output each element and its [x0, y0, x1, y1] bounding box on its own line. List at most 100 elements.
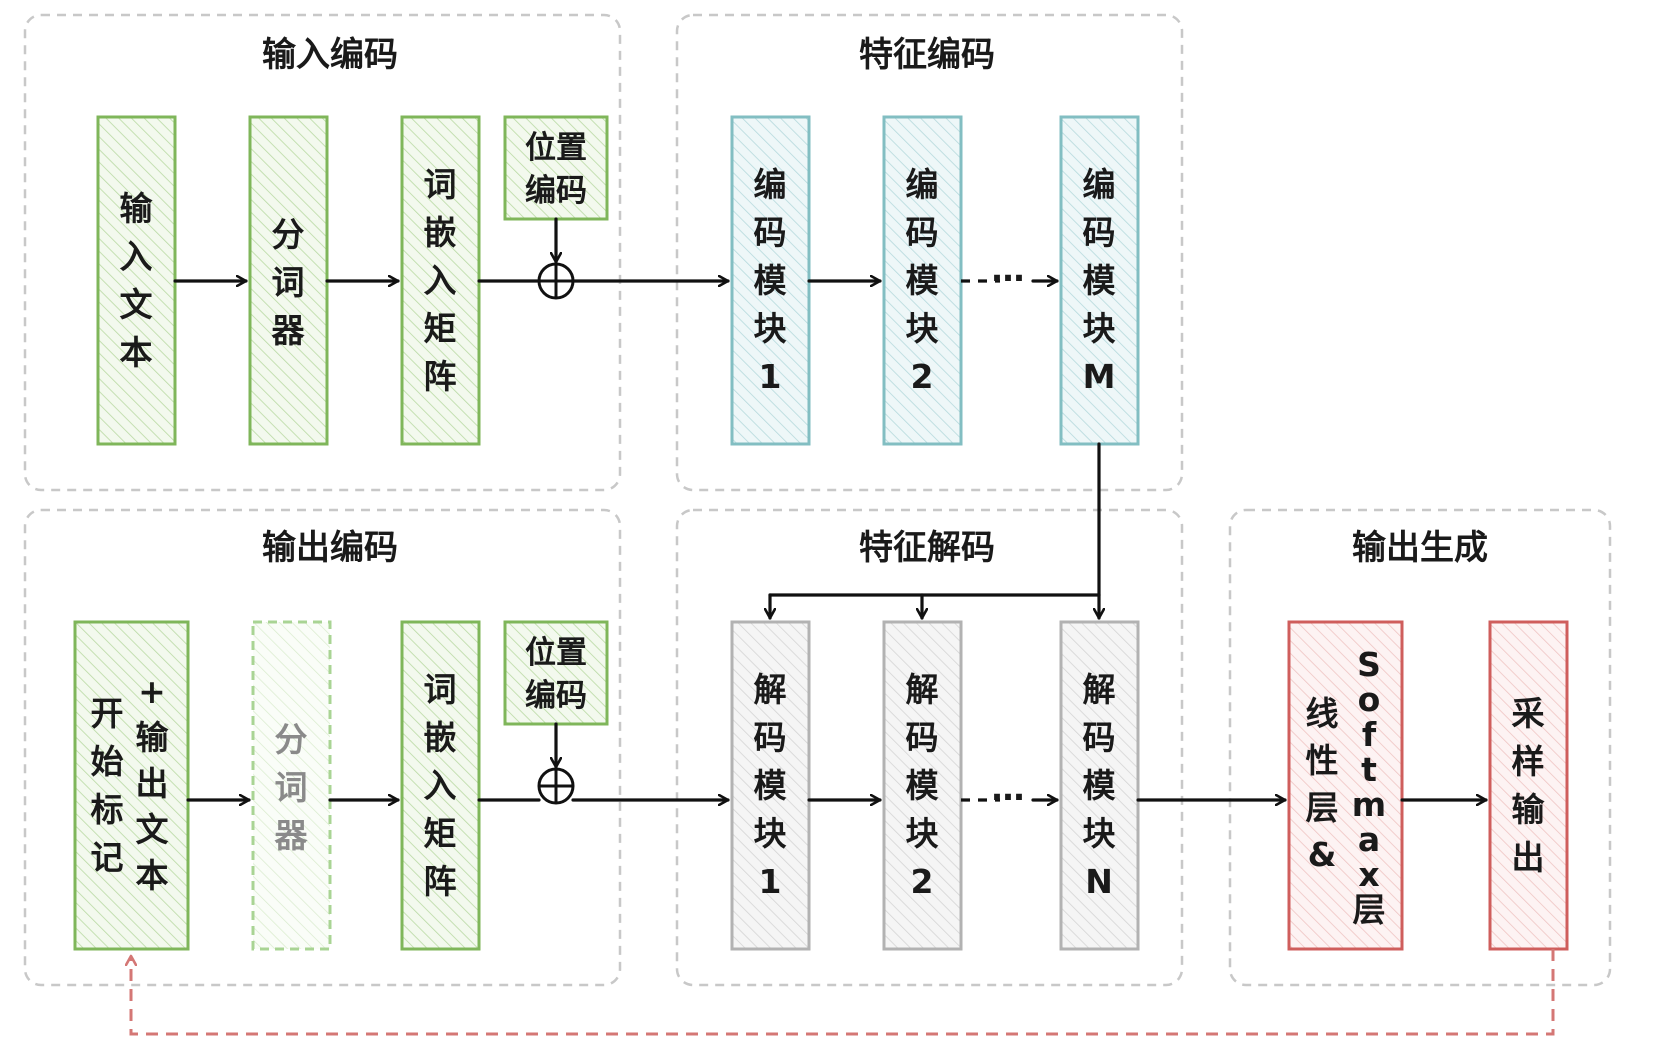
block-label-char: 分	[272, 215, 305, 254]
group-feature-encoding: 特征编码	[675, 13, 1184, 492]
block-label-char: 1	[759, 862, 782, 901]
block-label-char: 词	[424, 165, 457, 204]
block-label-char: 阵	[424, 862, 457, 901]
ellipsis: …	[992, 769, 1025, 808]
block-label: 编码	[525, 173, 587, 209]
plus-icon	[539, 769, 573, 803]
group-input-encoding: 输入 编码	[23, 13, 622, 492]
block-label: 分词器	[272, 215, 306, 350]
group-title: 特征解码	[859, 528, 995, 568]
block-label-char: 入	[424, 766, 457, 805]
block-label-char: 阵	[424, 357, 457, 396]
block-label-char: 码	[906, 718, 939, 757]
block-label-char: 标	[91, 790, 124, 829]
plus-icon	[539, 264, 573, 298]
block-label-char: 词	[275, 768, 308, 807]
block-label-char: 记	[91, 838, 124, 877]
block-label-char: 性	[1306, 741, 1339, 780]
block-label-char: 码	[906, 213, 939, 252]
block-label-char: o	[1358, 680, 1381, 719]
block-label-char: 模	[754, 766, 788, 805]
block-label-char: 块	[754, 309, 787, 348]
group-title: 特征编码	[859, 35, 995, 75]
block-label-char: 码	[1083, 718, 1116, 757]
block-label-char: 块	[906, 309, 939, 348]
block-label-char: a	[1358, 820, 1380, 859]
block-label-char: 2	[911, 862, 934, 901]
block-label: 分词器	[275, 720, 309, 855]
block-label-char: 块	[754, 814, 787, 853]
block-label-char: 模	[1083, 766, 1117, 805]
group-output-encoding: 输出 编码	[23, 508, 622, 987]
block-label-char: 模	[906, 766, 940, 805]
start-token-output-text-block: 开始标记 +输出文本	[73, 620, 190, 951]
block-label-char: 词	[424, 670, 457, 709]
block-label-char: 嵌	[424, 213, 457, 252]
block-label-char: 码	[1083, 213, 1116, 252]
group-title: 输出生成	[1352, 528, 1488, 568]
block-label-char: 码	[754, 213, 787, 252]
group-title: 输入编码	[262, 35, 398, 75]
block-label: 采样输出	[1512, 694, 1546, 877]
block-label-char: 层	[1306, 788, 1339, 827]
block-label-char: 层	[1353, 890, 1386, 929]
block-label-char: 输	[1512, 790, 1546, 829]
block-label: 开始标记	[91, 694, 124, 877]
block-label-char: x	[1358, 855, 1379, 894]
block-label-char: 解	[1083, 670, 1116, 709]
block-label: +输出文本	[136, 672, 170, 895]
block-label-char: 矩	[424, 814, 457, 853]
block-label-char: 出	[136, 764, 169, 803]
block-label-char: 输	[136, 718, 170, 757]
block-label-char: 码	[754, 718, 787, 757]
block-label-char: 器	[275, 816, 309, 855]
block-label-char: +	[138, 672, 166, 711]
block-label: 编码	[525, 678, 587, 714]
block-label-char: M	[1083, 357, 1116, 396]
output-embedding-matrix-block: 词嵌入矩阵	[400, 620, 481, 951]
block-label-char: 嵌	[424, 718, 457, 757]
block-label-char: 模	[754, 261, 788, 300]
block-label-char: 模	[1083, 261, 1117, 300]
embedding-matrix-block: 词嵌入矩阵	[400, 115, 481, 446]
block-label: 位置	[525, 635, 587, 671]
output-tokenizer-block-faded: 分词器	[251, 620, 332, 951]
positional-encoding-block: 位置 编码	[503, 115, 609, 221]
output-positional-encoding-block: 位置 编码	[503, 620, 609, 726]
block-label-char: S	[1357, 645, 1381, 684]
block-label-char: 编	[906, 165, 939, 204]
block-label-char: 入	[120, 237, 153, 276]
feedback-loop-arrow	[131, 949, 1555, 1036]
group-feature-decoding: 特征解码	[675, 508, 1184, 987]
block-label-char: 出	[1512, 838, 1545, 877]
group-title: 输出编码	[262, 528, 398, 568]
block-label-char: &	[1308, 835, 1337, 874]
block-label-char: 开	[91, 694, 124, 733]
block-label-char: 矩	[424, 309, 457, 348]
tokenizer-block: 分词器	[248, 115, 329, 446]
block-label-char: 本	[120, 333, 153, 372]
group-output-generation: 输出生成	[1228, 508, 1612, 987]
block-label-char: 模	[906, 261, 940, 300]
block-label-char: 始	[91, 742, 124, 781]
block-label-char: 输	[120, 189, 154, 228]
block-label-char: 文	[120, 285, 153, 324]
block-label: 线性层&	[1306, 694, 1339, 874]
block-label-char: m	[1352, 785, 1386, 824]
block-label-char: 文	[136, 810, 169, 849]
block-label-char: 词	[272, 263, 305, 302]
block-label-char: 器	[272, 311, 306, 350]
